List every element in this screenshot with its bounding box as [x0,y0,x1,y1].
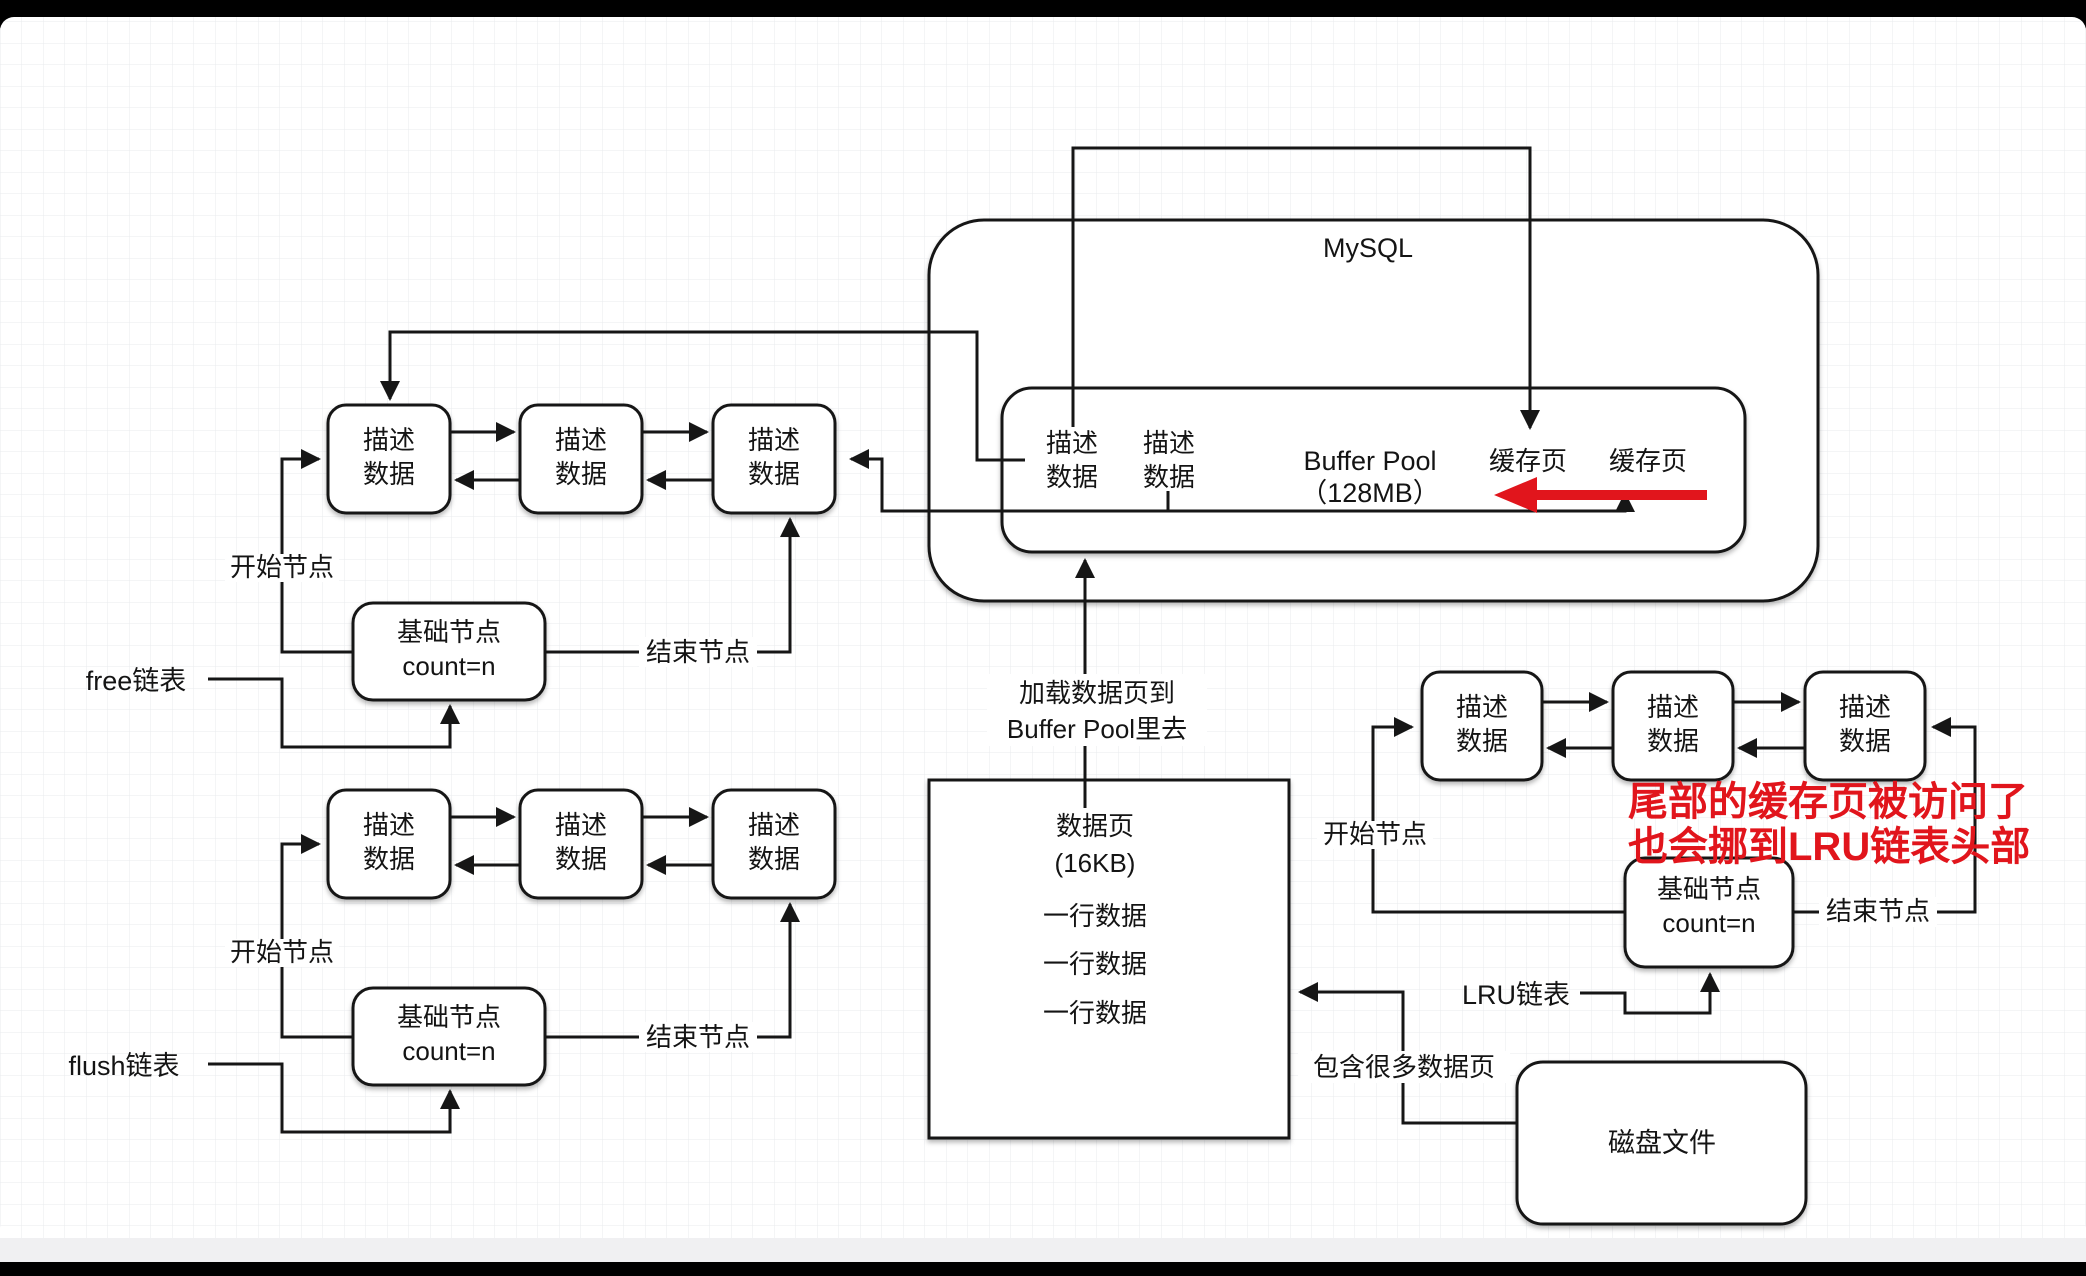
label-bg [1819,897,1937,927]
lru-base-line1: 基础节点 [1657,874,1761,904]
free-list-label: free链表 [86,666,187,696]
lru-desc-node-3 [1803,670,1927,782]
flush-desc-3-line1: 描述 [748,810,800,840]
data-page-row-1: 一行数据 [1043,901,1147,931]
free-desc-3-line1: 描述 [748,425,800,455]
label-bg [225,554,339,582]
lru-start-label: 开始节点 [1323,819,1427,849]
lru-desc-3-line1: 描述 [1839,692,1891,722]
buffer-pool-title-line2: （128MB） [1300,478,1440,508]
lru-note-line1: 尾部的缓存页被访问了 [1628,780,2028,824]
buffer-pool-title-line1: Buffer Pool [1303,446,1436,476]
disk-file-box [1515,1060,1808,1226]
edge-free-end-node [545,517,800,654]
cache-page-label-left: 缓存页 [1489,446,1567,476]
lru-list-label: LRU链表 [1462,980,1570,1010]
free-end-label: 结束节点 [646,637,750,667]
free-base-line1: 基础节点 [397,617,501,647]
edge-desc-to-cachepage-loop [1071,146,1540,430]
edge-flush-end-node [545,902,800,1039]
flush-desc-3-line2: 数据 [748,844,800,874]
free-base-node [351,601,547,702]
edge-lru-start-node [1371,717,1625,914]
lru-desc-node-1 [1420,670,1544,782]
lru-note-line2: 也会挪到LRU链表头部 [1628,825,2030,869]
bp-desc-node-2-line1: 描述 [1143,428,1195,458]
load-label-line2: Buffer Pool里去 [1007,714,1187,744]
contains-pages-label: 包含很多数据页 [1313,1052,1495,1082]
lru-move-to-head-arrow [1494,477,1707,513]
lru-desc-3-line2: 数据 [1839,726,1891,756]
lru-desc-2-line2: 数据 [1647,726,1699,756]
bp-desc-node-1-line1: 描述 [1046,428,1098,458]
label-bg [1317,821,1433,849]
free-desc-2-line1: 描述 [555,425,607,455]
lru-end-label: 结束节点 [1826,896,1930,926]
flush-start-label: 开始节点 [230,937,334,967]
mysql-title: MySQL [1323,233,1413,263]
edge-cachepage-to-free-tail [849,449,1635,513]
flush-desc-2-line1: 描述 [555,810,607,840]
data-page-box [927,778,1291,1140]
lru-desc-1-line1: 描述 [1456,692,1508,722]
flush-end-label: 结束节点 [646,1022,750,1052]
cache-page-label-right: 缓存页 [1609,446,1687,476]
label-bg [639,637,757,667]
flush-desc-2-line2: 数据 [555,844,607,874]
free-desc-node-1 [326,403,452,515]
flush-base-line1: 基础节点 [397,1002,501,1032]
label-bg [639,1022,757,1052]
bp-desc-node-2-line2: 数据 [1143,462,1195,492]
label-bg [225,939,339,967]
flush-desc-node-2 [518,788,644,900]
flush-base-node [351,986,547,1087]
flush-desc-1-line1: 描述 [363,810,415,840]
lru-desc-1-line2: 数据 [1456,726,1508,756]
label-bg [987,674,1207,746]
flush-desc-node-3 [711,788,837,900]
data-page-title: 数据页 [1056,811,1134,841]
lru-desc-2-line1: 描述 [1647,692,1699,722]
bp-desc-node-1-line2: 数据 [1046,462,1098,492]
flush-base-line2: count=n [402,1036,495,1066]
free-desc-1-line2: 数据 [363,459,415,489]
bottom-band [0,1238,2086,1262]
data-page-size: (16KB) [1055,848,1136,878]
flush-list-label: flush链表 [68,1051,179,1081]
free-desc-2-line2: 数据 [555,459,607,489]
disk-file-label: 磁盘文件 [1608,1128,1716,1158]
lru-desc-node-2 [1611,670,1735,782]
flush-desc-node-1 [326,788,452,900]
free-desc-3-line2: 数据 [748,459,800,489]
free-desc-1-line1: 描述 [363,425,415,455]
load-label-line1: 加载数据页到 [1019,678,1175,708]
data-page-row-3: 一行数据 [1043,998,1147,1028]
free-start-label: 开始节点 [230,552,334,582]
flush-desc-1-line2: 数据 [363,844,415,874]
lru-base-node [1623,856,1795,969]
free-base-line2: count=n [402,651,495,681]
edge-flush-label-to-base [208,1062,460,1134]
label-bg [1298,1051,1510,1083]
free-desc-node-3 [711,403,837,515]
free-desc-node-2 [518,403,644,515]
data-page-row-2: 一行数据 [1043,949,1147,979]
edge-lru-label-to-base [1580,972,1720,1015]
lru-base-line2: count=n [1662,908,1755,938]
edge-free-label-to-base [208,677,460,749]
